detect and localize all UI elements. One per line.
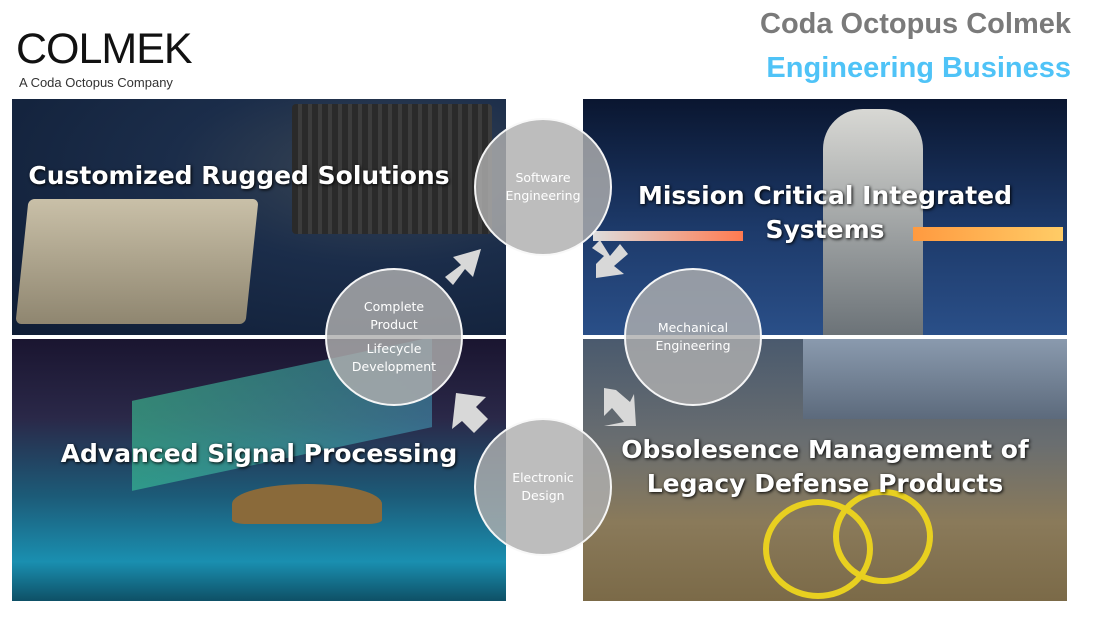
cycle-node-electronic-design: Electronic Design [474, 418, 612, 556]
logo-tagline: A Coda Octopus Company [19, 75, 173, 90]
node-label: Product [370, 316, 418, 332]
arrow-up-right-icon [445, 249, 481, 285]
fan-image [833, 489, 933, 584]
colmek-logo: COLMEK [16, 25, 193, 73]
muzzle-flash [913, 227, 1063, 241]
quadrant-title: Advanced Signal Processing [60, 439, 458, 468]
title-line: Systems [765, 214, 885, 244]
node-label: Mechanical [657, 319, 729, 335]
muzzle-flash [593, 231, 743, 241]
node-label: Development [351, 359, 437, 375]
cycle-node-software-engineering: Software Engineering [474, 118, 612, 256]
arrow-up-left-icon [452, 393, 488, 433]
title-line: Mission Critical Integrated [637, 181, 1013, 210]
title-line: Obsolesence Management of [621, 435, 1029, 464]
title-line: Legacy Defense Products [646, 468, 1004, 498]
node-label: Design [521, 488, 565, 503]
enclosure-image [292, 104, 492, 234]
cycle-node-lifecycle-development: Complete Product Lifecycle Development [325, 268, 463, 406]
turret-image [823, 109, 923, 335]
quadrant-rugged-solutions: Customized Rugged Solutions [12, 99, 506, 335]
page-title: Coda Octopus Colmek [760, 8, 1071, 40]
quadrant-title: Mission Critical Integrated Systems [583, 179, 1067, 247]
page-subtitle: Engineering Business [766, 52, 1071, 84]
aircraft-image [803, 339, 1067, 419]
node-label: Software [515, 169, 571, 185]
island-image [232, 484, 382, 524]
node-label: Engineering [505, 188, 581, 203]
quadrant-title: Obsolesence Management of Legacy Defense… [583, 433, 1067, 501]
arrow-down-left-icon [592, 240, 628, 278]
node-label: Engineering [655, 338, 731, 353]
arrow-down-right-icon [604, 388, 636, 426]
rugged-box-image [15, 199, 259, 324]
node-label: Electronic [512, 469, 574, 485]
cycle-node-mechanical-engineering: Mechanical Engineering [624, 268, 762, 406]
quadrant-title: Customized Rugged Solutions [28, 161, 450, 190]
node-label: Complete [363, 298, 425, 314]
node-label: Lifecycle [366, 341, 422, 356]
